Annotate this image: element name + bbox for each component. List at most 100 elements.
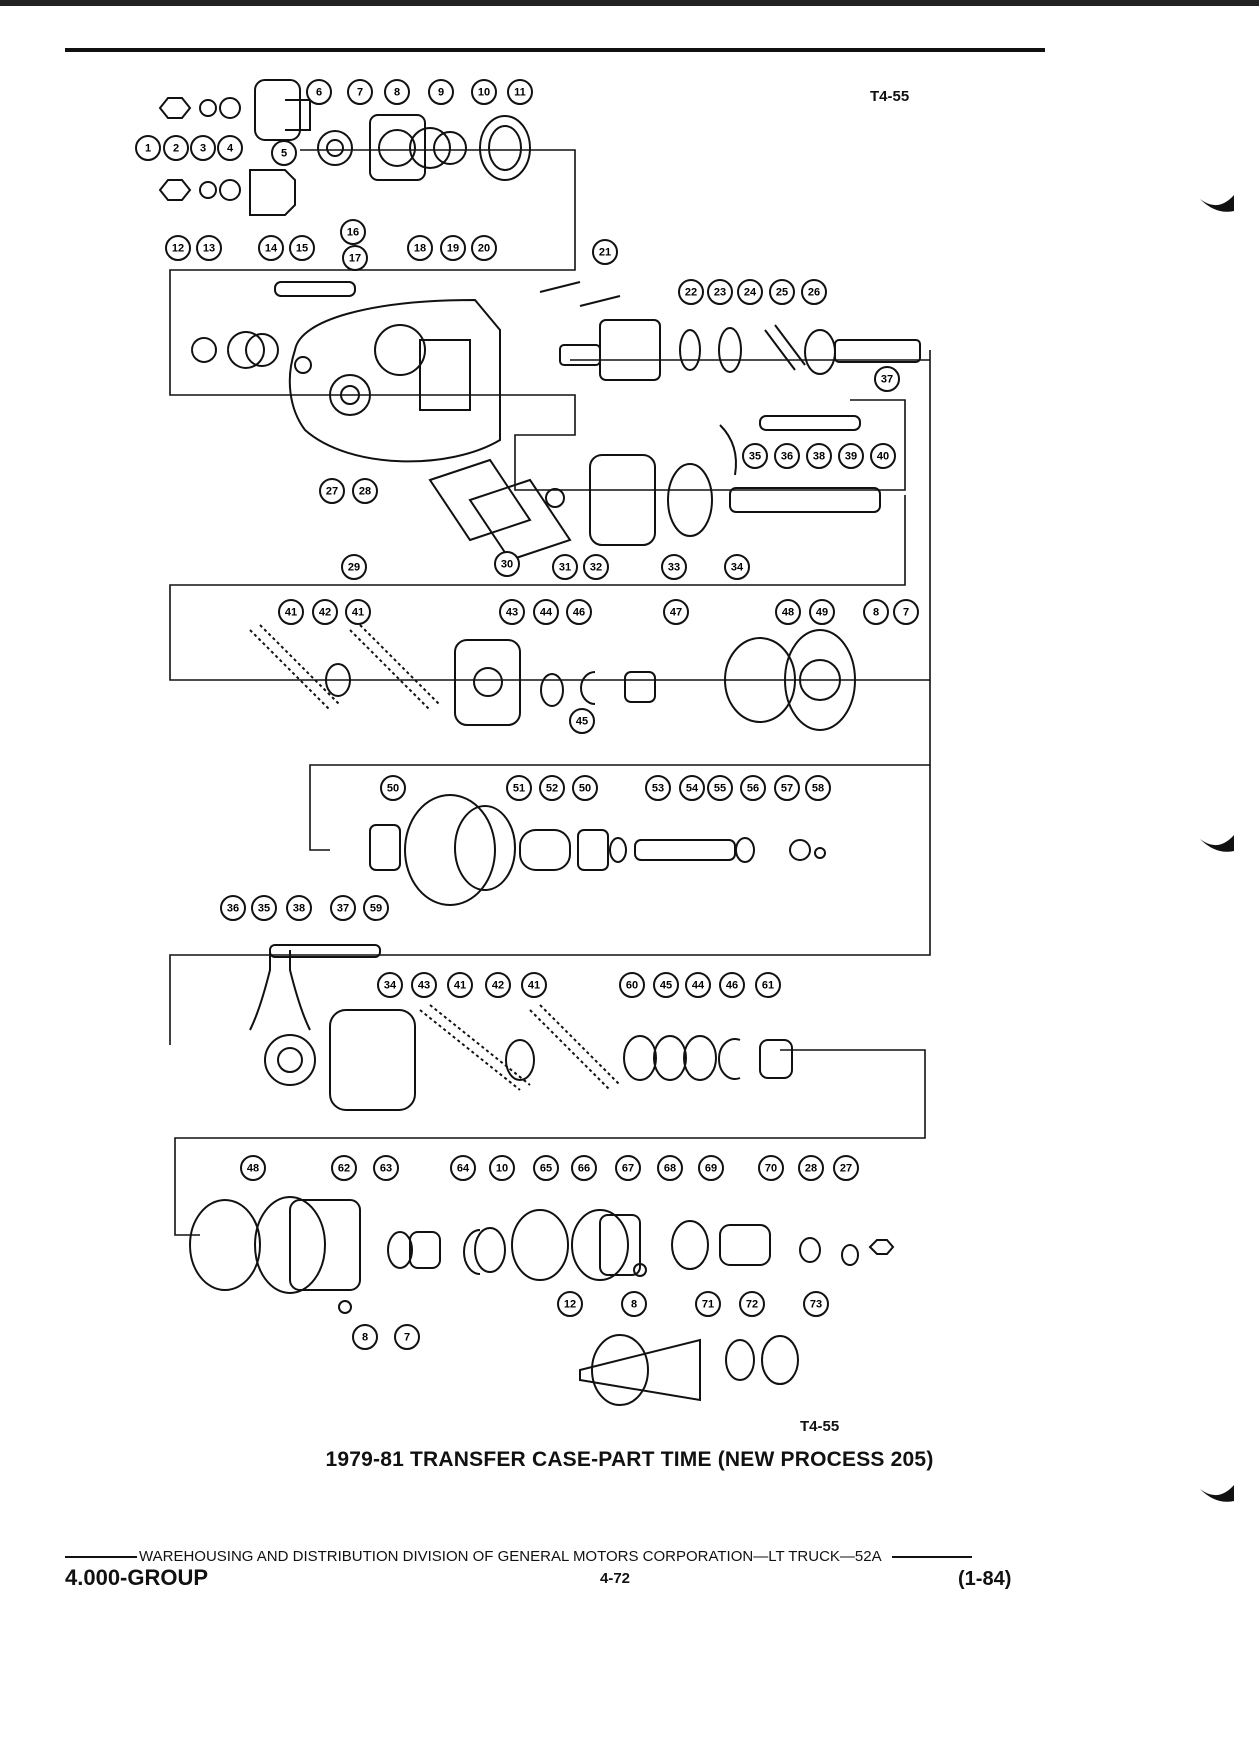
callout-number: 38	[293, 903, 305, 915]
callout-43: 43	[499, 599, 525, 625]
callout-number: 50	[579, 783, 591, 795]
callout-19: 19	[440, 235, 466, 261]
callout-41: 41	[447, 972, 473, 998]
callout-37: 37	[330, 895, 356, 921]
callout-balloon	[319, 478, 345, 504]
callout-69: 69	[698, 1155, 724, 1181]
callout-25: 25	[769, 279, 795, 305]
callout-65: 65	[533, 1155, 559, 1181]
callout-balloon	[342, 245, 368, 271]
row1-parts	[158, 79, 531, 216]
callout-43: 43	[411, 972, 437, 998]
callout-31: 31	[552, 554, 578, 580]
callout-number: 31	[559, 562, 571, 574]
callout-number: 40	[877, 451, 889, 463]
callout-number: 34	[731, 562, 744, 574]
callout-37: 37	[874, 366, 900, 392]
callout-balloon	[380, 775, 406, 801]
callout-balloon	[163, 135, 189, 161]
callout-number: 53	[652, 783, 664, 795]
callout-balloon	[615, 1155, 641, 1181]
callout-number: 35	[749, 451, 761, 463]
callout-balloon	[507, 79, 533, 105]
binder-tab-mark	[1200, 1485, 1234, 1502]
callout-number: 27	[326, 486, 338, 498]
callout-number: 7	[357, 87, 363, 99]
callout-number: 41	[352, 607, 364, 619]
callout-balloon	[240, 1155, 266, 1181]
callout-balloon	[471, 235, 497, 261]
footer-dash-right	[891, 1556, 972, 1559]
callout-number: 44	[540, 607, 553, 619]
callout-balloon	[533, 1155, 559, 1181]
figure-caption: 1979-81 TRANSFER CASE-PART TIME (NEW PRO…	[325, 1448, 934, 1471]
callout-number: 21	[599, 247, 611, 259]
callout-number: 72	[746, 1299, 758, 1311]
callout-number: 29	[348, 562, 360, 574]
callout-balloon	[506, 775, 532, 801]
callout-57: 57	[774, 775, 800, 801]
callout-number: 68	[664, 1163, 676, 1175]
callout-balloon	[645, 775, 671, 801]
callout-number: 1	[145, 143, 151, 155]
callout-balloon	[330, 895, 356, 921]
callout-balloon	[485, 972, 511, 998]
callout-41: 41	[521, 972, 547, 998]
callout-balloon	[707, 279, 733, 305]
callout-number: 38	[813, 451, 825, 463]
callout-number: 3	[200, 143, 206, 155]
callout-50: 50	[380, 775, 406, 801]
callout-number: 41	[528, 980, 540, 992]
callout-11: 11	[507, 79, 533, 105]
row5-parts	[249, 944, 793, 1111]
callout-number: 33	[668, 562, 680, 574]
callout-number: 36	[227, 903, 239, 915]
callout-number: 4	[227, 143, 234, 155]
callout-balloon	[165, 235, 191, 261]
callout-number: 36	[781, 451, 793, 463]
callout-balloon	[809, 599, 835, 625]
callout-number: 16	[347, 227, 359, 239]
row6-parts	[189, 1196, 895, 1406]
callout-balloon	[450, 1155, 476, 1181]
footer-revision: (1-84)	[958, 1568, 1012, 1590]
callout-number: 37	[881, 374, 893, 386]
callout-balloon	[377, 972, 403, 998]
callout-29: 29	[341, 554, 367, 580]
callout-39: 39	[838, 443, 864, 469]
footer-division-text: WAREHOUSING AND DISTRIBUTION DIVISION OF…	[139, 1548, 882, 1565]
callout-number: 43	[418, 980, 430, 992]
callout-number: 67	[622, 1163, 634, 1175]
header-rule	[65, 48, 1045, 52]
callout-balloon	[806, 443, 832, 469]
callout-balloon	[653, 972, 679, 998]
callout-balloon	[833, 1155, 859, 1181]
callout-number: 65	[540, 1163, 552, 1175]
callout-balloon	[312, 599, 338, 625]
callout-number: 69	[705, 1163, 717, 1175]
callout-3: 3	[190, 135, 216, 161]
callout-66: 66	[571, 1155, 597, 1181]
callout-balloon	[352, 1324, 378, 1350]
callout-67: 67	[615, 1155, 641, 1181]
callout-balloon	[306, 79, 332, 105]
callout-balloon	[774, 443, 800, 469]
callout-number: 45	[576, 716, 588, 728]
callout-balloon	[440, 235, 466, 261]
callout-balloon	[685, 972, 711, 998]
callout-balloon	[289, 235, 315, 261]
callout-balloon	[758, 1155, 784, 1181]
callout-balloon	[739, 1291, 765, 1317]
callout-60: 60	[619, 972, 645, 998]
callout-number: 12	[564, 1299, 576, 1311]
callout-number: 42	[319, 607, 331, 619]
callout-number: 45	[660, 980, 672, 992]
callout-balloon	[769, 279, 795, 305]
callout-59: 59	[363, 895, 389, 921]
callout-number: 41	[285, 607, 297, 619]
callout-number: 48	[247, 1163, 259, 1175]
callout-balloon	[341, 554, 367, 580]
callout-number: 17	[349, 253, 361, 265]
callout-number: 56	[747, 783, 759, 795]
